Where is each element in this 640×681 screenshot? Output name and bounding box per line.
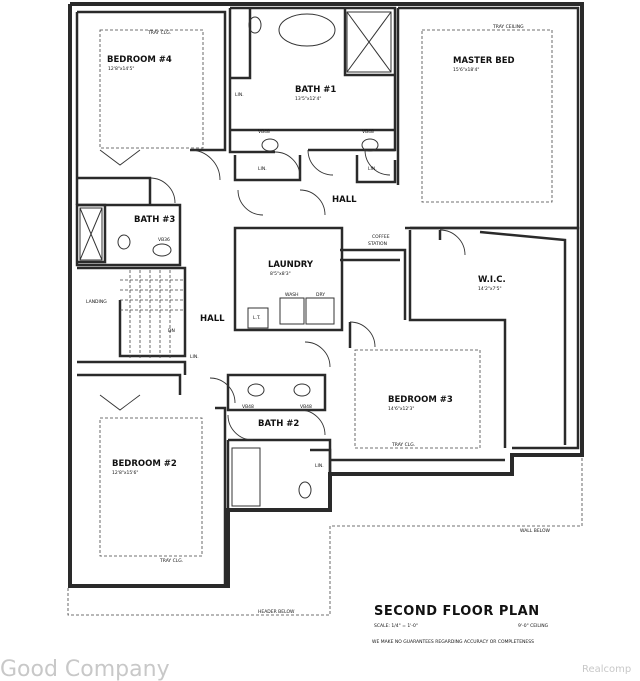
watermark-right: Realcomp [582,664,631,675]
plan-ceiling: 9'-0" CEILING [518,623,549,629]
bedroom4-dims: 12'8"x14'5" [108,66,134,72]
bedroom2-name: BEDROOM #2 [112,459,177,469]
bath2-vanity-right: VB48 [300,404,312,410]
bath3-vanity: VB36 [158,237,170,243]
dashed-lines [67,29,583,616]
bath2-vanity-left: VB48 [242,404,254,410]
interior-walls [75,6,580,586]
laundry-wash: WASH [285,292,299,298]
bedroom4-name: BEDROOM #4 [107,55,172,65]
hall-lower-label: HALL [200,314,225,324]
master-note: TRAY CEILING [492,24,524,30]
lin-label-5: LIN. [190,354,199,360]
master-dims: 15'6"x18'4" [453,67,479,73]
wic-name: W.I.C. [478,275,506,285]
master-name: MASTER BED [453,56,515,66]
fixtures [79,11,392,507]
coffee-label-2: STATION [368,241,387,247]
laundry-name: LAUNDRY [268,260,314,270]
bedroom3-dims: 14'6"x12'3" [388,406,414,412]
bedroom4-note: TRAY CLG. [147,30,171,36]
lin-label-3: LIN. [368,166,377,172]
landing-label: LANDING [86,299,107,305]
coffee-label-1: COFFEE [372,234,390,240]
wall-below-label: WALL BELOW [520,528,551,534]
stair-label: DN [168,328,175,334]
bath2-name: BATH #2 [258,419,299,429]
bath3-name: BATH #3 [134,215,175,225]
laundry-lt: L.T. [253,315,261,321]
bath1-vanity-left: VB48 [258,129,270,135]
bedroom2-dims: 12'8"x15'6" [112,470,138,476]
plan-title: SECOND FLOOR PLAN [374,604,540,619]
bedroom2-note: TRAY CLG. [159,558,183,564]
bath1-vanity-right: VB48 [362,129,374,135]
bath1-name: BATH #1 [295,85,336,95]
bedroom3-note: TRAY CLG. [391,442,415,448]
hall-upper-label: HALL [332,195,357,205]
watermark-left: Good Company [0,657,170,681]
lin-label-2: LIN. [258,166,267,172]
lin-label-4: LIN. [315,463,324,469]
header-below-label: HEADER BELOW [258,609,295,615]
lin-label-1: LIN. [235,92,244,98]
wic-dims: 14'2"x7'5" [478,286,502,292]
plan-scale: SCALE: 1/4" = 1'-0" [374,623,418,629]
plan-disclaimer: WE MAKE NO GUARANTEES REGARDING ACCURACY… [372,639,534,645]
laundry-dims: 8'5"x8'3" [270,271,291,277]
bedroom3-name: BEDROOM #3 [388,395,453,405]
laundry-dry: DRY [316,292,325,298]
door-swings [99,149,466,441]
bath1-dims: 13'5"x12'4" [295,96,321,102]
